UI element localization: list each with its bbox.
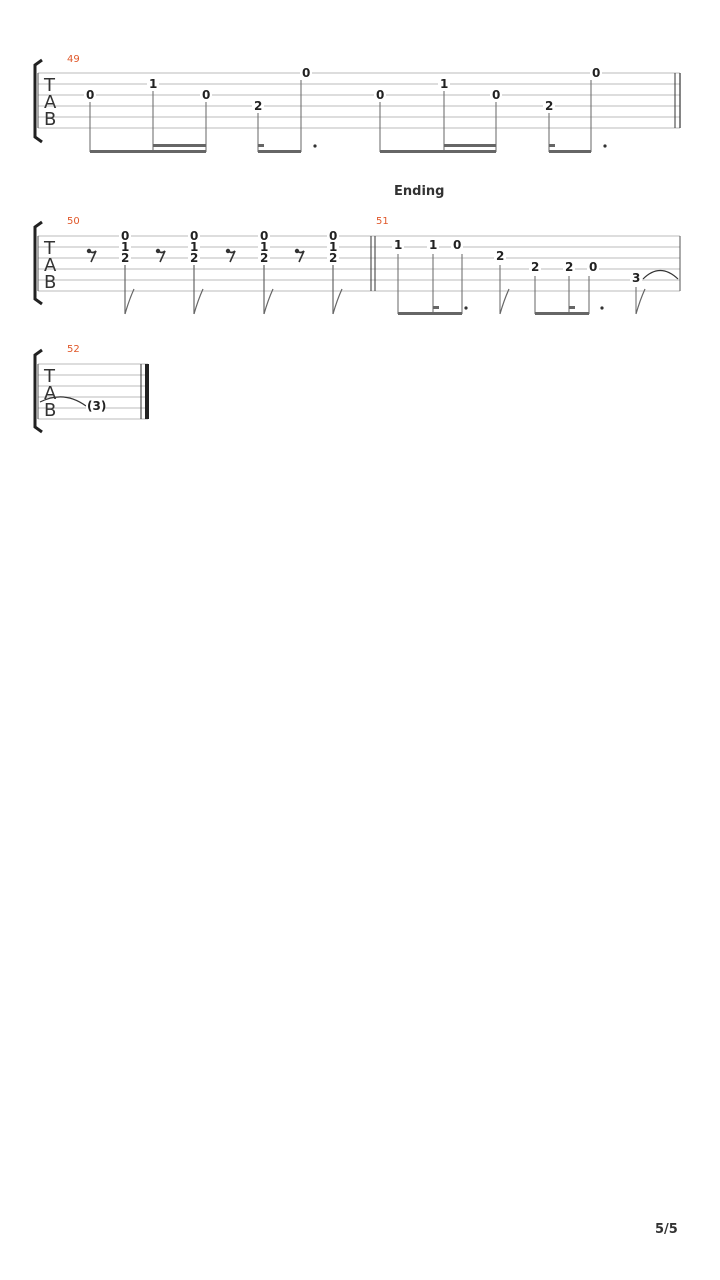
fret-number: 3 (632, 271, 640, 285)
fret-number: 0 (492, 88, 500, 102)
fret-number: 1 (121, 240, 129, 254)
measure-number-52: 52 (67, 344, 80, 355)
fret-number: 0 (592, 66, 600, 80)
tab-clef-t: T (43, 238, 56, 259)
tab-clef-a: A (44, 255, 57, 276)
eighth-rest (293, 248, 305, 263)
tab-clef-t: T (43, 366, 56, 387)
tab-clef-b: B (44, 109, 56, 130)
measure-number-49: 49 (67, 54, 80, 65)
note-stems (124, 265, 343, 315)
eighth-rest (86, 248, 97, 263)
fret-number: 0 (453, 238, 461, 252)
eighth-rest (155, 248, 166, 263)
dot (464, 306, 468, 310)
system-bracket (33, 220, 43, 306)
eighth-rest (225, 248, 236, 263)
tab-clef-b: B (44, 272, 56, 293)
fret-number: 2 (565, 260, 573, 274)
staff-lines (38, 235, 680, 292)
fret-number: 1 (260, 240, 268, 254)
fret-number: 1 (429, 238, 437, 252)
system-2: T A B 50 51 0 1 2 0 1 2 0 1 2 0 1 2 (33, 216, 681, 315)
dot (313, 144, 317, 148)
barline-final-thick (145, 364, 149, 419)
dot (600, 306, 604, 310)
note-stems (89, 80, 592, 152)
fret-number: 0 (329, 229, 337, 243)
fret-number: 2 (329, 251, 337, 265)
measure-number-50: 50 (67, 216, 80, 227)
fret-number: 2 (260, 251, 268, 265)
note-stems (397, 254, 646, 315)
system-bracket (33, 58, 43, 144)
tie-arc (39, 396, 87, 407)
fret-number: 1 (394, 238, 402, 252)
tab-clef-t: T (43, 75, 56, 96)
fret-number: 0 (202, 88, 210, 102)
fret-number: 1 (440, 77, 448, 91)
fret-number: 0 (589, 260, 597, 274)
fret-number: 1 (149, 77, 157, 91)
fret-number: 2 (531, 260, 539, 274)
fret-number: 0 (260, 229, 268, 243)
note-beams (398, 306, 589, 315)
fret-number: 2 (254, 99, 262, 113)
tab-clef-a: A (44, 92, 57, 113)
system-bracket (33, 348, 43, 434)
staff-lines (38, 72, 680, 129)
page-number: 5/5 (655, 1222, 678, 1237)
system-3: T A B 52 (3) (33, 344, 149, 434)
system-1: T A B 49 0 1 0 2 0 0 1 0 2 0 (33, 54, 681, 153)
fret-number: 1 (329, 240, 337, 254)
tie-arc (642, 269, 679, 280)
fret-number: 0 (86, 88, 94, 102)
fret-number: 2 (496, 249, 504, 263)
tab-clef-b: B (44, 400, 56, 421)
fret-number: 0 (121, 229, 129, 243)
fret-number: 1 (190, 240, 198, 254)
fret-number: 2 (121, 251, 129, 265)
note-beams (90, 144, 591, 153)
tied-fret-number: (3) (87, 399, 106, 413)
fret-number: 2 (190, 251, 198, 265)
dot (603, 144, 607, 148)
section-label: Ending (394, 184, 444, 199)
fret-number: 0 (190, 229, 198, 243)
measure-number-51: 51 (376, 216, 389, 227)
fret-number: 2 (545, 99, 553, 113)
fret-number: 0 (302, 66, 310, 80)
fret-number: 0 (376, 88, 384, 102)
